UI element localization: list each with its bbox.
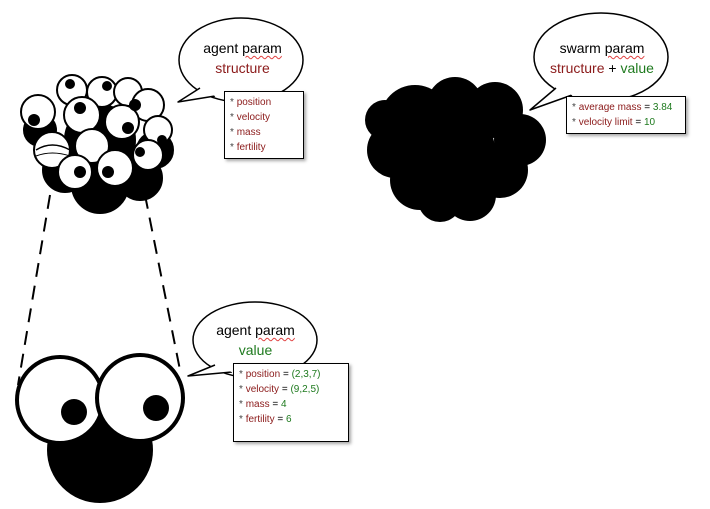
param-value: 6 xyxy=(286,414,292,425)
list-item: * fertility = 6 xyxy=(239,412,342,427)
bubble-title-word: swarm xyxy=(559,40,601,56)
list-item: * velocity xyxy=(230,110,297,125)
list-item: * mass = 4 xyxy=(239,397,342,412)
param-key: velocity limit xyxy=(578,117,633,128)
agent-structure-bubble-text: agent param structure xyxy=(185,38,300,78)
list-item: * position xyxy=(230,95,297,110)
bullet-mark: * xyxy=(239,384,243,395)
zoom-line-right xyxy=(144,194,181,371)
bullet-mark: * xyxy=(239,414,243,425)
swarm-eye xyxy=(74,128,110,164)
swarm-pupil xyxy=(74,102,86,114)
agent-swarm-cluster xyxy=(20,74,174,214)
swarm-pupil xyxy=(74,166,86,178)
swarm-blink-line xyxy=(35,152,71,157)
bubble-title-word: agent xyxy=(216,322,252,338)
bubble-title-word: param xyxy=(604,40,645,56)
agent-value-bubble-text: agent param value xyxy=(198,320,313,360)
bullet-mark: * xyxy=(239,399,243,410)
param-value: (9,2,5) xyxy=(290,384,320,395)
bullet-mark: * xyxy=(230,127,234,138)
bubble-title: swarm param xyxy=(536,38,668,58)
param-value: 4 xyxy=(281,399,287,410)
agent-left-pupil xyxy=(61,399,87,425)
param-value: 10 xyxy=(644,117,656,128)
param-value: (2,3,7) xyxy=(291,369,321,380)
bubble-title: agent param xyxy=(185,38,300,58)
speech-bubble-agent-structure xyxy=(177,17,304,103)
swarm-pupil xyxy=(102,166,114,178)
bubble-subtitle-structure: structure xyxy=(215,60,270,76)
subtitle-structure: structure xyxy=(550,60,605,76)
swarm-pupil xyxy=(135,147,145,157)
swarm-bubble-text: swarm param structure + value xyxy=(536,38,668,78)
param-key: velocity xyxy=(236,112,271,123)
param-value: 3.84 xyxy=(652,102,673,113)
param-key: fertility xyxy=(236,142,266,153)
param-key: average mass xyxy=(578,102,642,113)
equals-sign: = xyxy=(281,384,288,395)
list-item: * mass xyxy=(230,125,297,140)
swarm-blink-line xyxy=(35,144,71,151)
list-item: * velocity limit = 10 xyxy=(572,115,679,130)
subtitle-value: value xyxy=(620,60,654,76)
list-item: * velocity = (9,2,5) xyxy=(239,382,342,397)
swarm-value-list-box: * average mass = 3.84 * velocity limit =… xyxy=(566,96,686,134)
zoom-line-left xyxy=(17,194,51,386)
bullet-mark: * xyxy=(230,112,234,123)
bullet-mark: * xyxy=(239,369,243,380)
swarm-pupil xyxy=(122,122,134,134)
bubble-title-word: param xyxy=(242,40,282,56)
param-key: velocity xyxy=(245,384,280,395)
bubble-subtitle: structure + value xyxy=(536,58,668,78)
bullet-mark: * xyxy=(572,117,576,128)
equals-sign: = xyxy=(635,117,642,128)
agent-left-eye xyxy=(15,355,105,445)
bullet-mark: * xyxy=(230,97,234,108)
subtitle-plus: + xyxy=(608,60,617,76)
param-key: mass xyxy=(245,399,270,410)
agent-right-eye xyxy=(95,353,185,443)
list-item: * average mass = 3.84 xyxy=(572,100,679,115)
list-item: * fertility xyxy=(230,140,297,155)
param-key: position xyxy=(245,369,281,380)
swarm-silhouette xyxy=(365,77,546,222)
bubble-subtitle-value: value xyxy=(238,342,273,358)
swarm-pupil xyxy=(65,79,75,89)
param-key: mass xyxy=(236,127,261,138)
equals-sign: = xyxy=(282,369,289,380)
equals-sign: = xyxy=(644,102,651,113)
swarm-pupil xyxy=(157,135,167,145)
bubble-title: agent param xyxy=(198,320,313,340)
swarm-pupil xyxy=(28,114,40,126)
bullet-mark: * xyxy=(230,142,234,153)
equals-sign: = xyxy=(272,399,279,410)
agent-right-pupil xyxy=(143,395,169,421)
bullet-mark: * xyxy=(572,102,576,113)
swarm-eye xyxy=(96,149,134,187)
single-agent xyxy=(15,353,185,503)
agent-structure-list-box: * position * velocity * mass * fertility xyxy=(224,91,304,159)
param-key: fertility xyxy=(245,414,275,425)
bubble-title-word: agent xyxy=(203,40,239,56)
bubble-title-word: param xyxy=(255,322,295,338)
swarm-pupil xyxy=(102,81,112,91)
list-item: * position = (2,3,7) xyxy=(239,367,342,382)
param-key: position xyxy=(236,97,272,108)
equals-sign: = xyxy=(277,414,284,425)
swarm-pupil xyxy=(129,99,141,111)
agent-value-list-box: * position = (2,3,7) * velocity = (9,2,5… xyxy=(233,363,349,442)
